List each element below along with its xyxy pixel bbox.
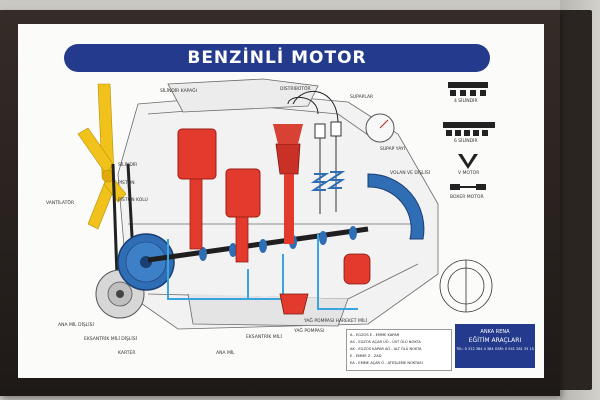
engine-illustration [77,78,495,330]
gauge [365,113,395,143]
fan [77,83,127,230]
valves [310,121,346,214]
label-eksantrik-mili: EKSANTRİK MİLİ [246,335,282,340]
legend-row: AK - EGZOS KAPAR AÖ - ALT ÖLÜ NOKTA [350,347,422,351]
timing-diagram [439,259,493,313]
distributor [273,90,339,244]
label-supaplar: SUPAPLAR [350,95,374,100]
brand-contact: TEL: 0 312 384 4 384 GSM: 0 541 281 35 1… [456,347,534,351]
oil-pump [279,253,371,315]
legend-row: A - EGZOS E - EMME KAPAR [350,333,400,337]
label-yag-pompasi: YAĞ POMPASI [294,329,325,334]
poster: BENZİNLİ MOTOR [18,24,544,378]
legend-row: EA - EMME AÇAR Ö - ATEŞLEME NOKTASI [350,361,423,365]
label-side-boxer-motor: BOXER MOTOR [450,195,484,200]
label-silindir: SİLİNDİR [118,163,138,168]
label-ana-mil: ANA MİL [216,351,235,356]
label-piston: PİSTON [118,181,135,186]
label-eksantrik-mili-dislisi: EKSANTRİK MİLİ DİŞLİSİ [84,337,137,342]
label-piston-kolu: PİSTON KOLU [118,198,148,203]
label-side-6-silindir: 6 SİLİNDİR [454,139,478,144]
label-supap-yayi: SUPAP YAYI [380,147,406,152]
engine-configuration-icons [443,82,495,190]
brand-subtitle: EĞİTİM ARAÇLARI [468,337,522,344]
camshaft [147,226,369,263]
label-silindir-kapagi: SİLİNDİR KAPAĞI [160,89,197,94]
title-banner: BENZİNLİ MOTOR [64,44,490,72]
brand-block: ANKA RENA EĞİTİM ARAÇLARI TEL: 0 312 384… [455,324,535,368]
label-distributor: DİSTRİBÜTÖR [280,87,311,92]
pistons [177,128,261,263]
legend-row: AS - EGZOS AÇAR ÜÖ - ÜST ÖLÜ NOKTA [350,340,421,344]
label-karter: KARTER [118,351,136,356]
legend-row: E - EMME Z - ZAD [350,354,382,358]
engine-block [117,78,439,330]
label-volan-ve-disli: VOLAN VE DİŞLİSİ [390,171,431,176]
label-side-4-silindir: 4 SİLİNDİR [454,99,478,104]
timing-gear [117,233,175,291]
label-vantilator: VANTİLATÖR [46,201,75,206]
poster-title: BENZİNLİ MOTOR [187,48,367,68]
label-yag-pompasi-hareket-mili: YAĞ POMPASI HAREKET MİLİ [304,319,368,324]
legend: A - EGZOS E - EMME KAPAR AS - EGZOS AÇAR… [346,329,452,371]
flywheel [367,173,425,240]
brand-name: ANKA RENA [480,329,510,335]
label-ana-mil-disli: ANA MİL DİŞLİSİ [58,323,94,328]
label-side-v-motor: V MOTOR [458,171,480,176]
oil-lines [167,234,358,310]
